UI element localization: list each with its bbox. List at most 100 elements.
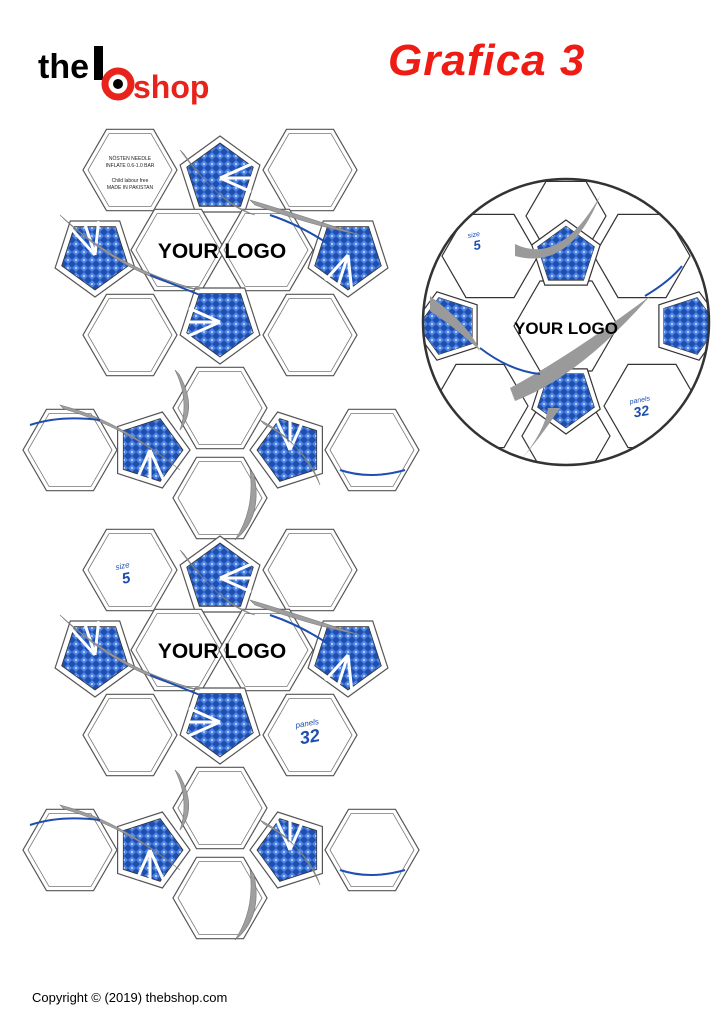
hexagon-outline [262,293,358,377]
hexagon-outline [262,528,358,612]
hexagon-stitch [87,298,173,372]
pentagon-seam [288,820,305,851]
hexagon-stitch [135,613,221,687]
pentagon-panel [54,220,136,298]
hexagon-outline [324,808,420,892]
pentagon-seam [83,222,97,256]
ball-size-value: 5 [472,237,482,253]
ball-preview: YOUR LOGO size 5 panels 32 [421,177,711,467]
hexagon-outline [218,608,314,692]
pentagon-blue-fill [186,693,254,758]
ball-blue-line [644,265,683,297]
hexagon-stitch [177,371,263,445]
blue-accent-line [29,417,101,426]
hexagon-outline [172,456,268,540]
brand-logo: the shop [38,46,209,105]
ball-swoosh [520,408,560,461]
hexagon-panel [262,528,358,612]
hexagon-outline [262,693,358,777]
grey-swoosh [59,614,201,691]
hexagon-outline [22,808,118,892]
hexagon-stitch [87,133,173,207]
ball-logo-text: YOUR LOGO [514,319,618,338]
logo-text: YOUR LOGO [158,640,286,663]
ball-blue-line [479,347,541,375]
pentagon-seam [135,849,152,880]
pentagon-seam [188,320,221,338]
pentagon-seam [324,253,350,282]
pentagon-seam [219,176,252,194]
pentagon-seam [219,162,252,180]
pentagon-seam [346,254,354,289]
ball-pentagon-blue [663,297,709,355]
pentagon-seam [83,622,97,656]
ball-panels-label: panels [628,395,651,406]
grey-swoosh [259,419,321,486]
hexagon-outline [22,408,118,492]
hexagon-outline [172,766,268,850]
hexagon-stitch [27,413,113,487]
hexagon-stitch [267,298,353,372]
ball-size-label: size [467,231,481,240]
hexagon-panel [22,808,118,892]
pentagon-blue-fill [61,626,129,691]
hexagon-size-panel [82,528,178,612]
panels-value: 32 [298,725,321,748]
logo-text: YOUR LOGO [158,240,286,263]
ball-outline [421,177,711,467]
grey-swoosh [174,769,190,831]
pentagon-panel [249,811,323,889]
pentagon-seam [324,653,350,682]
hexagon-panel [82,693,178,777]
pentagon-seam [288,420,305,451]
pentagon-seam [219,562,252,580]
hexagon-outline [218,208,314,292]
grey-swoosh [179,549,256,616]
instruction-line: MADE IN PAKISTAN [107,185,154,191]
pentagon-top [179,535,261,613]
pentagon-seam [93,621,101,656]
size-label: size [115,560,131,572]
blue-accent-line [339,469,406,476]
blue-accent-line [149,274,201,296]
hexagon-panel [324,408,420,492]
hexagon-panel [22,408,118,492]
hexagon-outline [324,408,420,492]
brand-text-shop: shop [133,69,209,105]
instruction-line: INFLATE 0.6-1.0 BAR [106,163,155,169]
pentagon-seam [336,654,350,688]
ball-pentagon-blue [537,225,595,281]
hexagon-panel [172,766,268,850]
brand-b-bowl [101,67,135,101]
brand-text-the: the [38,48,89,86]
pentagon-seam [135,449,152,480]
hexagon-outline [172,366,268,450]
pentagon-seam [71,228,97,257]
hexagon-stitch [135,213,221,287]
pentagon-blue-fill [186,293,254,358]
page-title: Grafica 3 [388,36,586,85]
hexagon-outline [82,528,178,612]
blue-accent-line [339,869,406,876]
ball-hexagon [441,213,539,299]
pentagon-top [179,135,261,213]
blue-accent-line [269,614,331,646]
pentagon-panel [307,220,389,298]
hexagon-outline [172,856,268,940]
hexagon-panel [262,128,358,212]
hexagon-outline [262,128,358,212]
hexagon-stitch [267,533,353,607]
blue-accent-line [149,674,201,696]
grey-swoosh [234,469,257,541]
ball-swoosh [515,196,600,259]
hexagon-logo-right [218,208,314,292]
pentagon-seam [93,221,101,256]
pentagon-seam [346,654,354,689]
hexagon-panel [172,366,268,450]
ball-panels-value: 32 [632,402,650,420]
pentagon-seam [188,706,221,724]
hexagon-stitch [329,413,415,487]
pentagon-seam [336,254,350,288]
